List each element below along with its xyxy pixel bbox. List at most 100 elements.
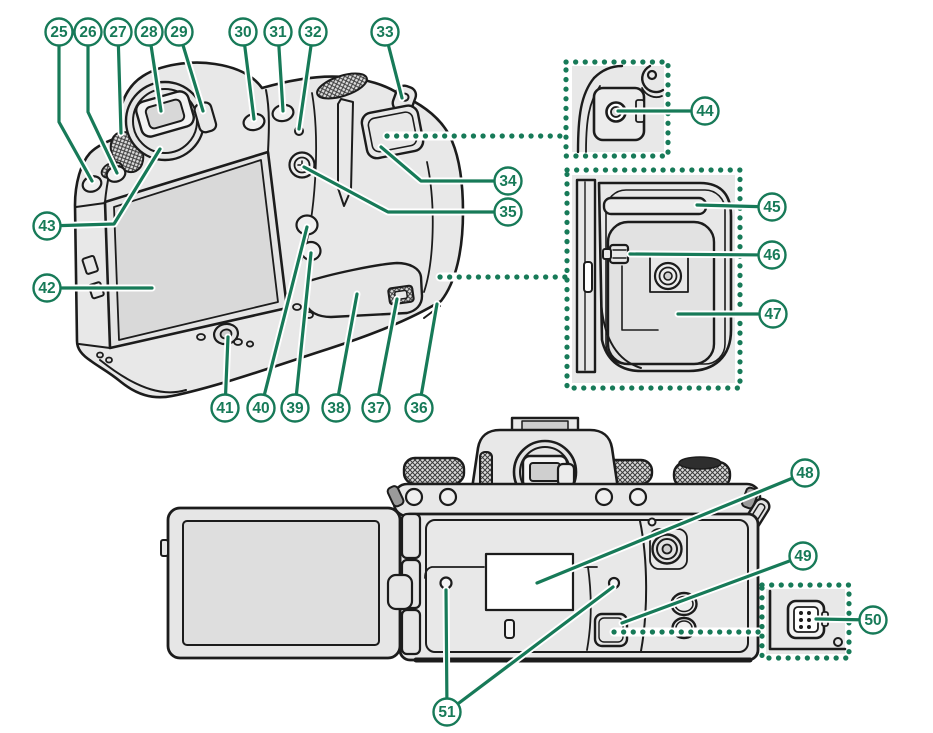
battery-latch bbox=[602, 243, 630, 265]
callout-number: 32 bbox=[304, 24, 321, 41]
callout-number: 36 bbox=[410, 400, 428, 417]
callout-48: 48 bbox=[790, 458, 820, 488]
callout-circles: 25 26 27 28 29 30 31 32 33 34 35 36 37 38 39 40 41 42 43 44… bbox=[32, 17, 888, 727]
callout-26: 26 bbox=[73, 17, 103, 47]
callout-number: 39 bbox=[286, 400, 304, 417]
callout-number: 34 bbox=[499, 173, 517, 190]
callout-circle bbox=[280, 393, 310, 423]
callout-42: 42 bbox=[32, 273, 62, 303]
callout-44: 44 bbox=[690, 96, 720, 126]
callout-number: 31 bbox=[269, 24, 287, 41]
callout-37: 37 bbox=[361, 393, 391, 423]
callout-number: 43 bbox=[38, 218, 56, 235]
callout-number: 35 bbox=[499, 204, 517, 221]
callout-41: 41 bbox=[210, 393, 240, 423]
callout-51: 51 bbox=[432, 697, 462, 727]
callout-circle bbox=[758, 299, 788, 329]
callout-circle bbox=[404, 393, 434, 423]
callout-number: 47 bbox=[764, 306, 781, 323]
strap-eyelet-detail bbox=[641, 64, 665, 99]
callout-circle bbox=[757, 240, 787, 270]
battery-chamber bbox=[606, 220, 716, 366]
callout-circle bbox=[690, 96, 720, 126]
callout-35: 35 bbox=[493, 197, 523, 227]
callout-number: 42 bbox=[38, 280, 55, 297]
battery-cover-latch bbox=[387, 284, 415, 306]
callout-33: 33 bbox=[370, 17, 400, 47]
callout-number: 50 bbox=[864, 612, 881, 629]
callout-number: 49 bbox=[794, 548, 812, 565]
callout-circle bbox=[790, 458, 820, 488]
callout-number: 40 bbox=[252, 400, 269, 417]
callout-number: 33 bbox=[376, 24, 394, 41]
callout-number: 51 bbox=[438, 704, 456, 721]
callout-circle bbox=[210, 393, 240, 423]
battery-rail bbox=[602, 196, 708, 216]
label-recess bbox=[484, 552, 575, 612]
focus-stick-rear bbox=[651, 533, 683, 565]
callout-number: 27 bbox=[109, 24, 126, 41]
callout-circle bbox=[788, 541, 818, 571]
callout-number: 46 bbox=[763, 247, 781, 264]
callout-circle bbox=[432, 697, 462, 727]
callout-32: 32 bbox=[298, 17, 328, 47]
deck-buttons bbox=[404, 487, 648, 507]
left-dial bbox=[402, 456, 466, 486]
callout-circle bbox=[164, 17, 194, 47]
callout-circle bbox=[858, 605, 888, 635]
callout-number: 29 bbox=[170, 24, 188, 41]
callout-25: 25 bbox=[44, 17, 74, 47]
callout-38: 38 bbox=[321, 393, 351, 423]
camera-body-open bbox=[398, 512, 760, 662]
callout-circle bbox=[493, 166, 523, 196]
card-slot bbox=[583, 261, 593, 293]
thumb-ridge bbox=[337, 98, 354, 207]
callout-49: 49 bbox=[788, 541, 818, 571]
callout-circle bbox=[493, 197, 523, 227]
callout-number: 26 bbox=[79, 24, 97, 41]
callout-47: 47 bbox=[758, 299, 788, 329]
left-strap-lug bbox=[386, 485, 405, 508]
callout-46: 46 bbox=[757, 240, 787, 270]
callout-number: 45 bbox=[763, 199, 781, 216]
battery-chamber-detail-box bbox=[564, 167, 743, 391]
callout-30: 30 bbox=[228, 17, 258, 47]
callout-31: 31 bbox=[263, 17, 293, 47]
battery-door-opening bbox=[597, 181, 733, 373]
callout-number: 30 bbox=[234, 24, 251, 41]
callout-circle bbox=[321, 393, 351, 423]
callout-number: 28 bbox=[140, 24, 158, 41]
callout-34: 34 bbox=[493, 166, 523, 196]
callout-number: 48 bbox=[796, 465, 814, 482]
flip-screen-panel bbox=[182, 520, 380, 646]
dotted-link-lines bbox=[382, 131, 767, 637]
camera-rear-tilted-view bbox=[73, 61, 465, 399]
callout-36: 36 bbox=[404, 393, 434, 423]
callout-number: 44 bbox=[696, 103, 714, 120]
camera-rear-screen-open-view bbox=[160, 416, 771, 663]
callout-number: 38 bbox=[327, 400, 345, 417]
callout-circle bbox=[32, 273, 62, 303]
callout-29: 29 bbox=[164, 17, 194, 47]
callout-circle bbox=[44, 17, 74, 47]
callout-number: 25 bbox=[50, 24, 68, 41]
callout-circle bbox=[757, 192, 787, 222]
callout-43: 43 bbox=[32, 211, 62, 241]
callout-28: 28 bbox=[134, 17, 164, 47]
callout-circle bbox=[32, 211, 62, 241]
diopter-wheel bbox=[479, 451, 493, 489]
callout-circle bbox=[298, 17, 328, 47]
callout-circle bbox=[246, 393, 276, 423]
callout-number: 41 bbox=[216, 400, 234, 417]
callout-circle bbox=[73, 17, 103, 47]
callout-circle bbox=[103, 17, 133, 47]
callout-50: 50 bbox=[858, 605, 888, 635]
lcd-monitor bbox=[113, 159, 279, 341]
callout-circle bbox=[263, 17, 293, 47]
callout-number: 37 bbox=[367, 400, 384, 417]
callout-leader-lines bbox=[43, 28, 877, 716]
callout-45: 45 bbox=[757, 192, 787, 222]
callout-27: 27 bbox=[103, 17, 133, 47]
callout-circle bbox=[228, 17, 258, 47]
